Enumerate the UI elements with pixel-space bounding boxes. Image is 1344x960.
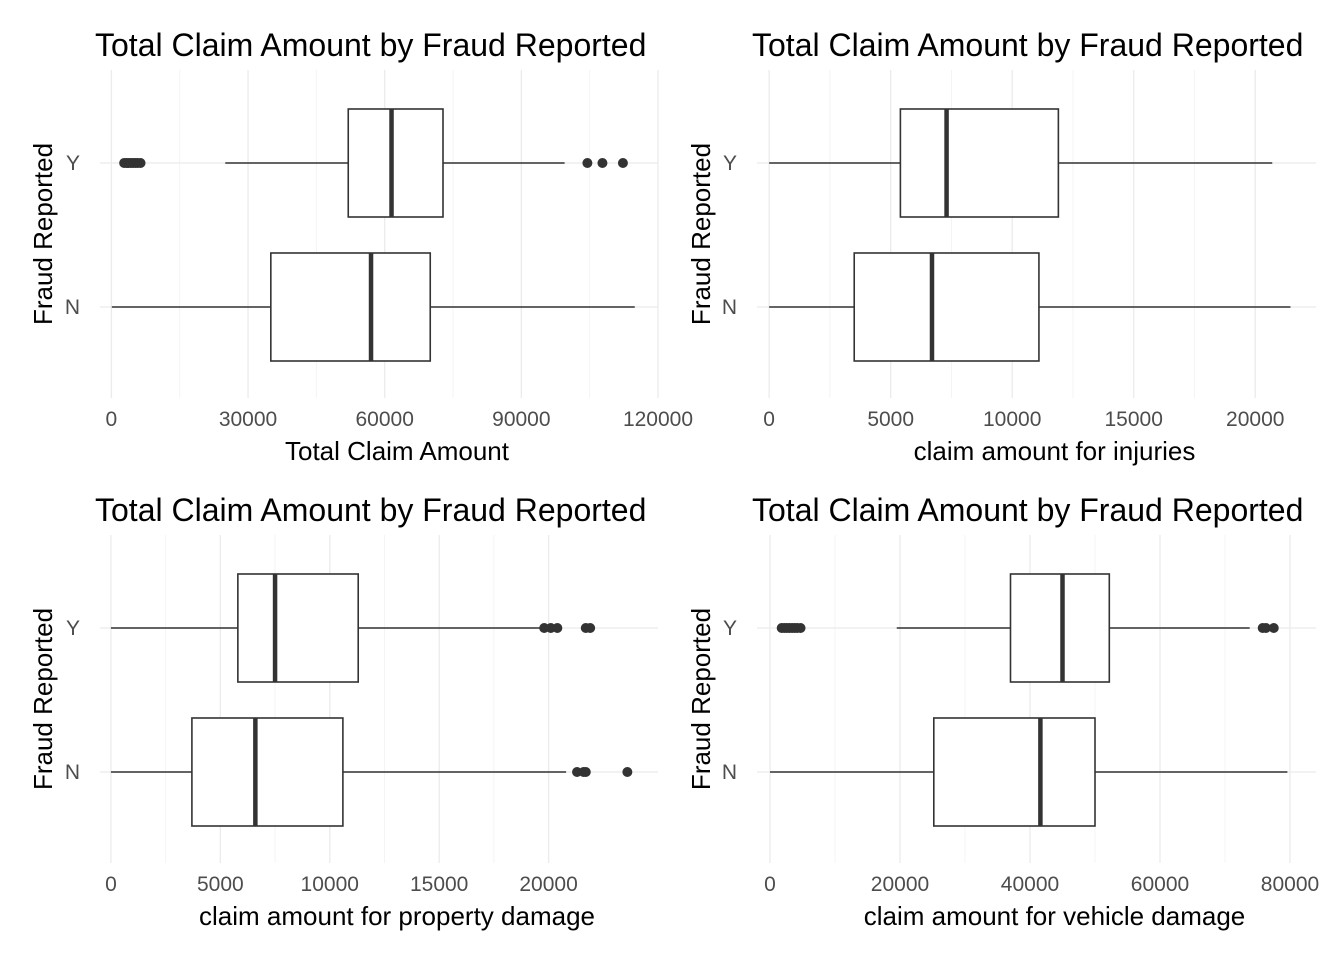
x-tick-label: 10000 [301, 873, 359, 896]
iqr-box [191, 717, 344, 827]
iqr-box [270, 252, 432, 362]
y-axis-title: Fraud Reported [28, 143, 58, 325]
x-tick-label: 60000 [1131, 873, 1189, 896]
y-tick-label: Y [723, 152, 737, 175]
x-tick-label: 0 [106, 408, 118, 431]
y-axis-title: Fraud Reported [686, 143, 716, 325]
x-tick-label: 0 [105, 873, 117, 896]
y-tick-label: N [722, 761, 737, 784]
x-axis-title: Total Claim Amount [285, 436, 510, 466]
box-n [110, 717, 633, 827]
x-tick-label: 10000 [983, 408, 1041, 431]
box-n [770, 717, 1288, 827]
x-tick-label: 0 [764, 873, 776, 896]
x-tick-label: 120000 [623, 408, 693, 431]
x-axis-title: claim amount for injuries [914, 436, 1196, 466]
x-axis-title: claim amount for vehicle damage [864, 901, 1246, 931]
iqr-box [237, 573, 360, 683]
x-axis-title: claim amount for property damage [199, 901, 595, 931]
x-tick-label: 5000 [197, 873, 244, 896]
box-y [110, 573, 596, 683]
outlier-point [582, 158, 593, 168]
box-y [119, 108, 628, 218]
box-y [769, 108, 1273, 218]
boxplot-panel-3: 0 5000 10000 15000 20000 N Y Total Claim Amount… [28, 492, 658, 931]
x-tick-label: 30000 [219, 408, 277, 431]
iqr-box [932, 717, 1096, 827]
x-tick-label: 90000 [492, 408, 550, 431]
x-tick-label: 15000 [410, 873, 468, 896]
box-n [111, 252, 635, 362]
outlier-point [617, 158, 628, 168]
box-y [776, 573, 1279, 683]
chart-title: Total Claim Amount by Fraud Reported [752, 492, 1303, 528]
y-tick-label: N [65, 761, 80, 784]
boxplot-panel-2: 0 5000 10000 15000 20000 N Y Total Claim Amount… [686, 27, 1316, 466]
y-axis-title: Fraud Reported [686, 608, 716, 790]
boxplot-panel-4: 0 20000 40000 60000 80000 N Y Total Claim Amoun… [686, 492, 1319, 931]
gridlines [100, 535, 658, 863]
y-tick-label: N [65, 296, 80, 319]
chart-title: Total Claim Amount by Fraud Reported [95, 27, 646, 63]
x-tick-label: 20000 [519, 873, 577, 896]
y-tick-label: Y [66, 152, 80, 175]
outlier-point [1260, 623, 1271, 633]
y-tick-label: Y [66, 617, 80, 640]
x-tick-label: 5000 [867, 408, 914, 431]
x-tick-label: 80000 [1261, 873, 1319, 896]
outlier-point [597, 158, 608, 168]
x-tick-label: 20000 [1226, 408, 1284, 431]
chart-title: Total Claim Amount by Fraud Reported [95, 492, 646, 528]
outlier-point [552, 623, 563, 633]
iqr-box [347, 108, 444, 218]
outlier-point [622, 767, 633, 777]
y-axis-title: Fraud Reported [28, 608, 58, 790]
chart-title: Total Claim Amount by Fraud Reported [752, 27, 1303, 63]
y-tick-label: N [722, 296, 737, 319]
x-tick-label: 15000 [1105, 408, 1163, 431]
x-tick-label: 0 [763, 408, 775, 431]
x-tick-label: 20000 [871, 873, 929, 896]
x-tick-label: 40000 [1001, 873, 1059, 896]
outlier-point [795, 623, 806, 633]
x-tick-label: 60000 [355, 408, 413, 431]
y-tick-label: Y [723, 617, 737, 640]
outlier-point [135, 158, 146, 168]
iqr-box [1009, 573, 1111, 683]
iqr-box [853, 252, 1040, 362]
outlier-point [585, 623, 596, 633]
outlier-point [580, 767, 591, 777]
iqr-box [899, 108, 1060, 218]
outlier-point [1268, 623, 1279, 633]
box-n [769, 252, 1291, 362]
boxplot-panel-1: 0 30000 60000 90000 120000 N Y Total Claim Amou… [28, 27, 693, 466]
